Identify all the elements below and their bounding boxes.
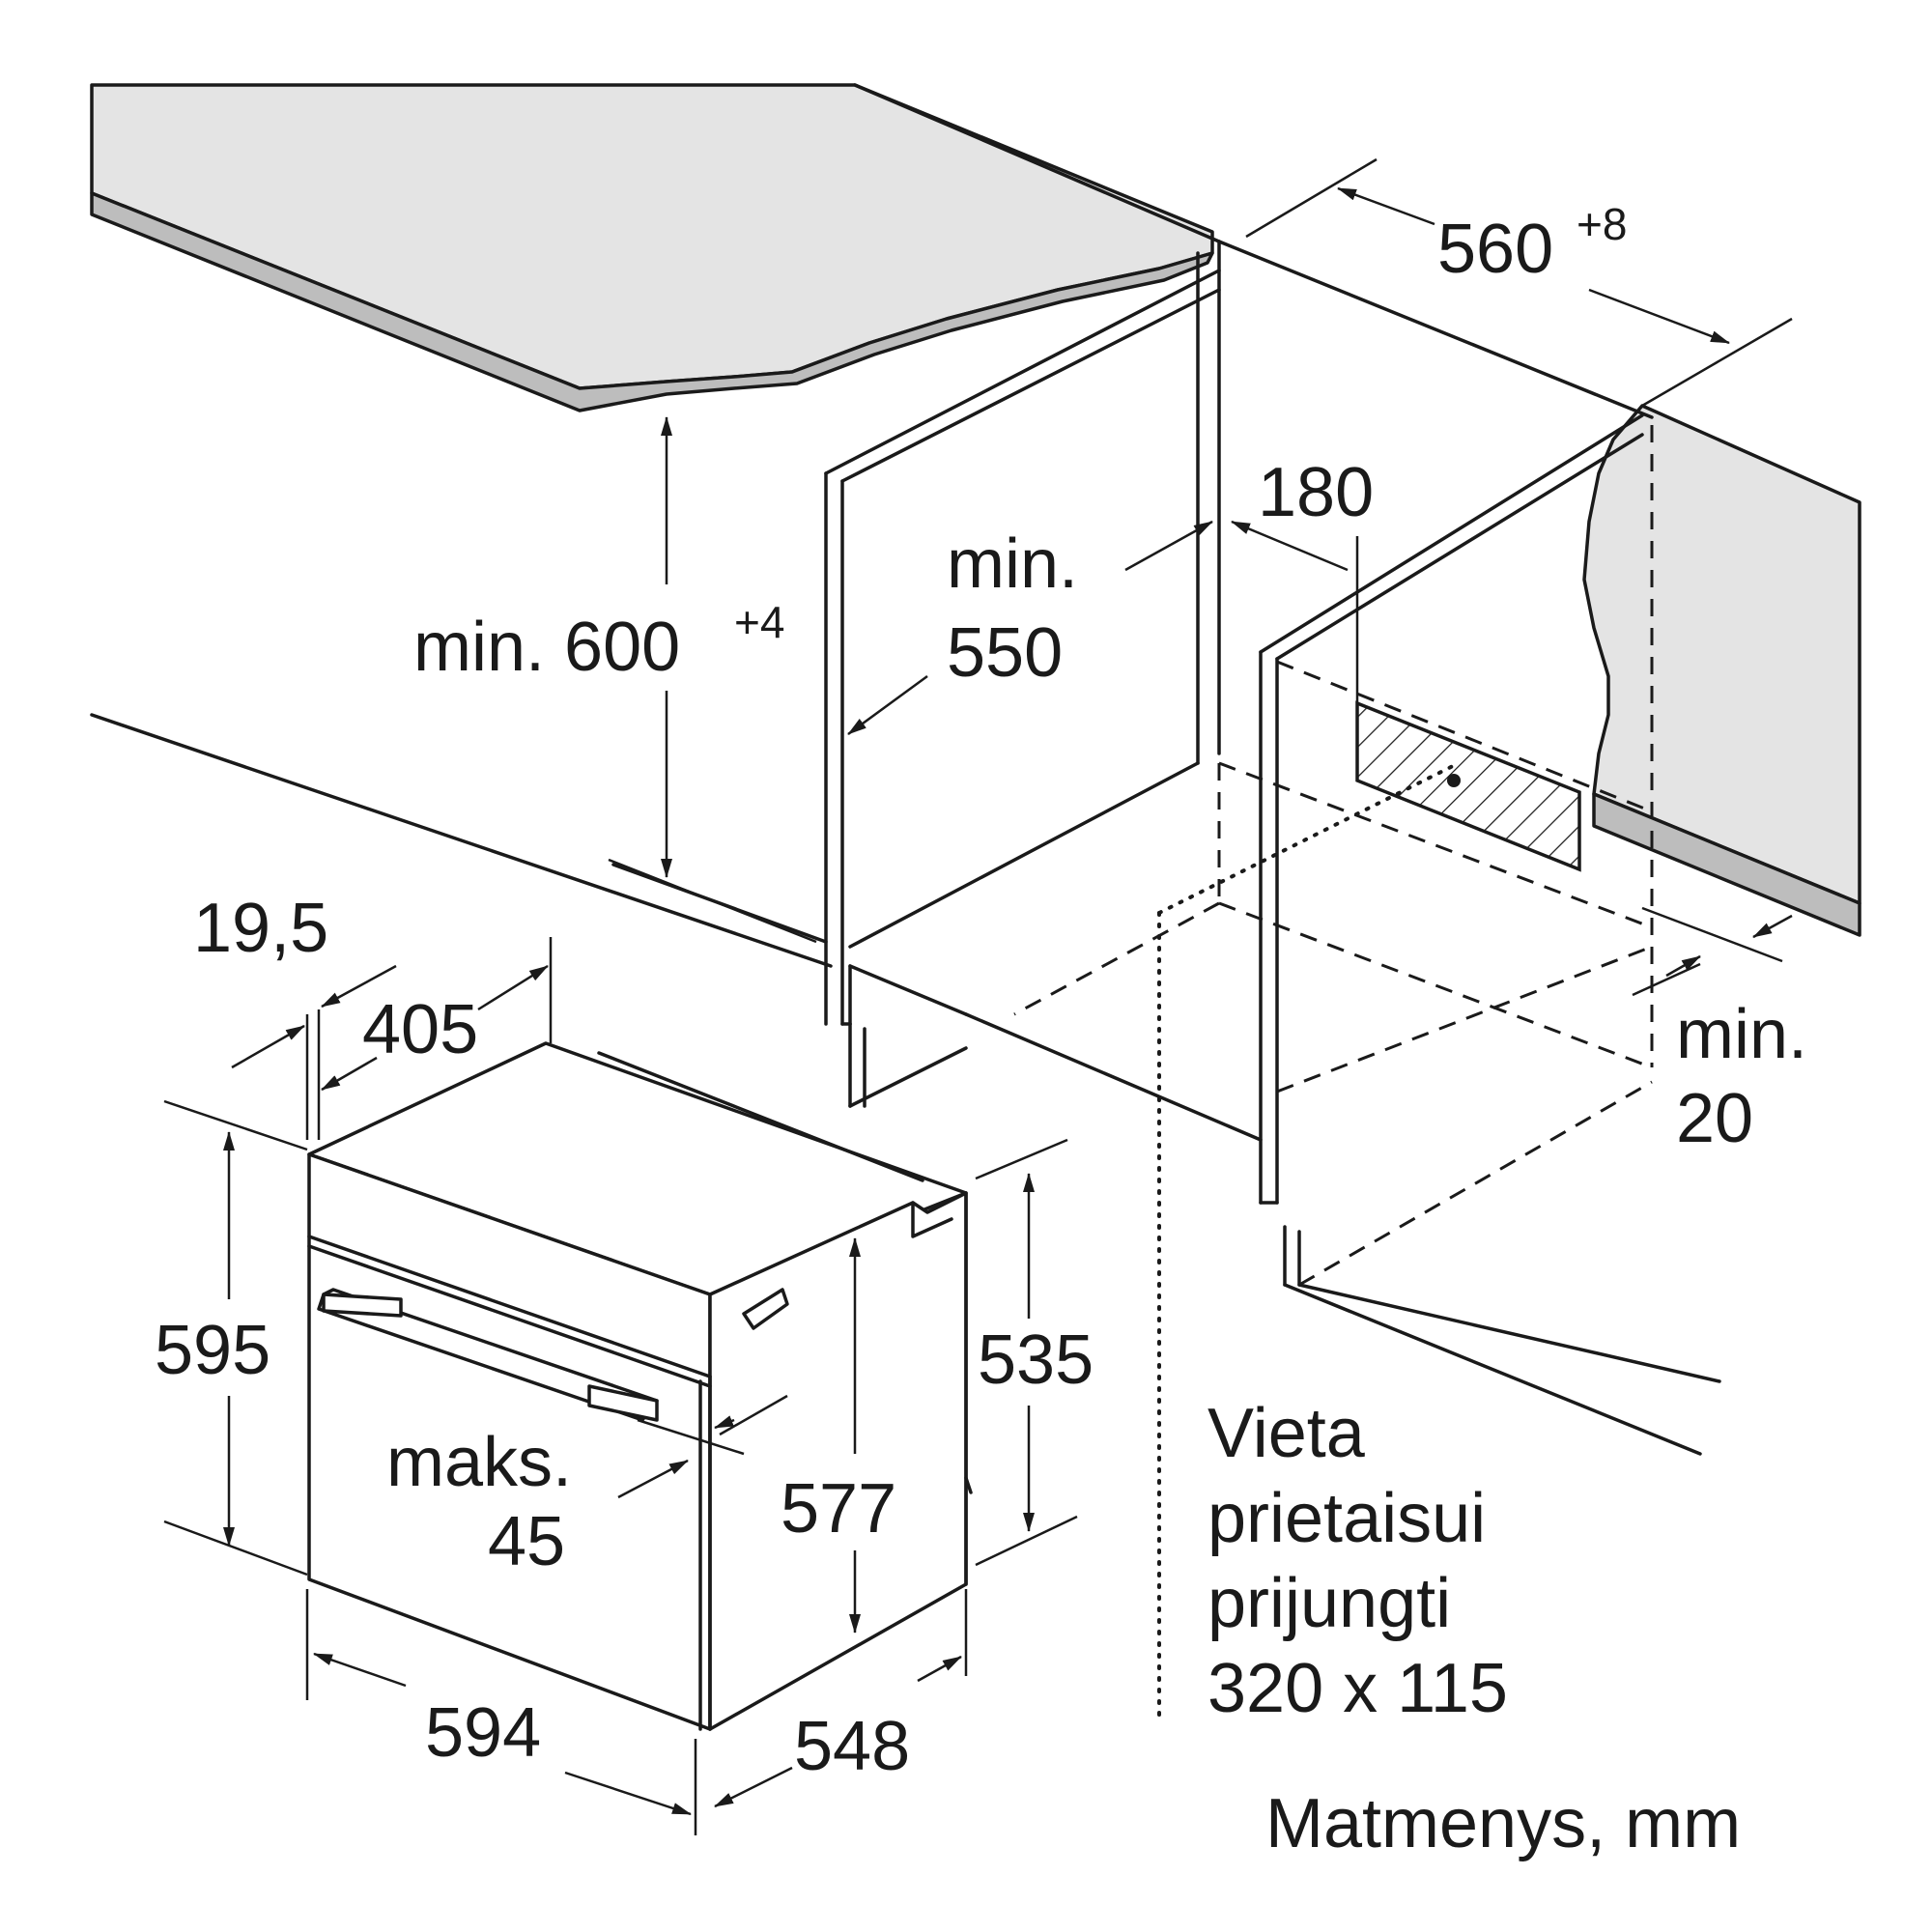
svg-text:min. 600: min. 600 <box>413 609 680 686</box>
dimension-lines <box>163 157 1793 1835</box>
handle-projection-label-line2: 45 <box>488 1503 565 1580</box>
oven <box>307 1041 973 1731</box>
niche-height-label: min. 600 +4 <box>413 597 784 686</box>
niche-depth-label-line2: 550 <box>947 614 1063 692</box>
niche-depth-label-line1: min. <box>947 526 1078 603</box>
svg-text:560: 560 <box>1437 211 1553 288</box>
connection-area-label-line4: 320 x 115 <box>1208 1650 1508 1727</box>
units-note: Matmenys, mm <box>1265 1785 1741 1862</box>
cabinet-niche <box>90 83 1721 1717</box>
inner-height-label: 577 <box>781 1470 896 1548</box>
connection-area-label-line1: Vieta <box>1208 1395 1366 1472</box>
svg-text:+8: +8 <box>1577 199 1627 249</box>
oven-width-label: 594 <box>425 1694 541 1772</box>
connection-area-label-line2: prietaisui <box>1208 1480 1486 1557</box>
back-gap-label-line1: min. <box>1676 996 1807 1073</box>
cutout-offset-label: 180 <box>1258 454 1374 531</box>
connection-area-label-line3: prijungti <box>1208 1565 1451 1642</box>
niche-width-label: 560 +8 <box>1437 199 1627 288</box>
top-depth-label: 405 <box>362 991 478 1068</box>
countertop <box>90 83 1214 412</box>
connection-area <box>1355 700 1581 872</box>
handle-projection-label-line1: maks. <box>386 1424 572 1501</box>
oven-height-label: 595 <box>155 1312 270 1389</box>
countertop-right <box>1582 404 1861 937</box>
oven-depth-label: 548 <box>794 1708 910 1785</box>
back-gap-label-line2: 20 <box>1676 1080 1753 1157</box>
body-height-label: 535 <box>978 1321 1094 1399</box>
svg-text:+4: +4 <box>734 597 784 647</box>
panel-offset-label: 19,5 <box>193 890 328 967</box>
